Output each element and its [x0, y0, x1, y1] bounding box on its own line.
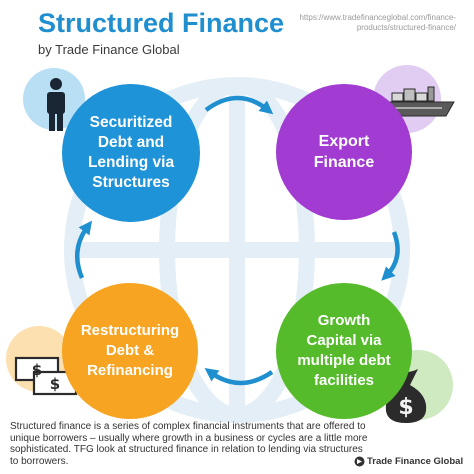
svg-text:$: $ — [32, 361, 42, 379]
node-growth-capital: Growth Capital via multiple debt facilit… — [276, 283, 412, 419]
node-export-finance: Export Finance — [276, 84, 412, 220]
node-restructuring-debt: Restructuring Debt & Refinancing — [62, 283, 198, 419]
arrow-top — [204, 95, 274, 115]
brand-logo-icon — [354, 456, 365, 467]
source-url[interactable]: https://www.tradefinanceglobal.com/finan… — [299, 13, 456, 32]
page-subtitle: by Trade Finance Global — [38, 42, 180, 57]
node-securitized-debt: Securitized Debt and Lending via Structu… — [62, 84, 200, 222]
arrow-left — [74, 220, 93, 279]
banknotes-icon: $ $ — [14, 356, 78, 396]
node-label: Export Finance — [313, 133, 375, 171]
node-label: Securitized Debt and Lending via Structu… — [87, 114, 175, 191]
svg-text:$: $ — [398, 395, 413, 420]
person-icon — [47, 78, 65, 131]
node-label: Restructuring Debt & Refinancing — [80, 322, 180, 379]
arrow-right — [381, 231, 400, 281]
description-text: Structured finance is a series of comple… — [10, 421, 368, 467]
page-title: Structured Finance — [38, 8, 285, 38]
node-label: Growth Capital via multiple debt facilit… — [297, 312, 391, 389]
arrow-bottom — [204, 368, 274, 386]
svg-text:$: $ — [50, 375, 60, 393]
brand-name: Trade Finance Global — [367, 456, 464, 467]
